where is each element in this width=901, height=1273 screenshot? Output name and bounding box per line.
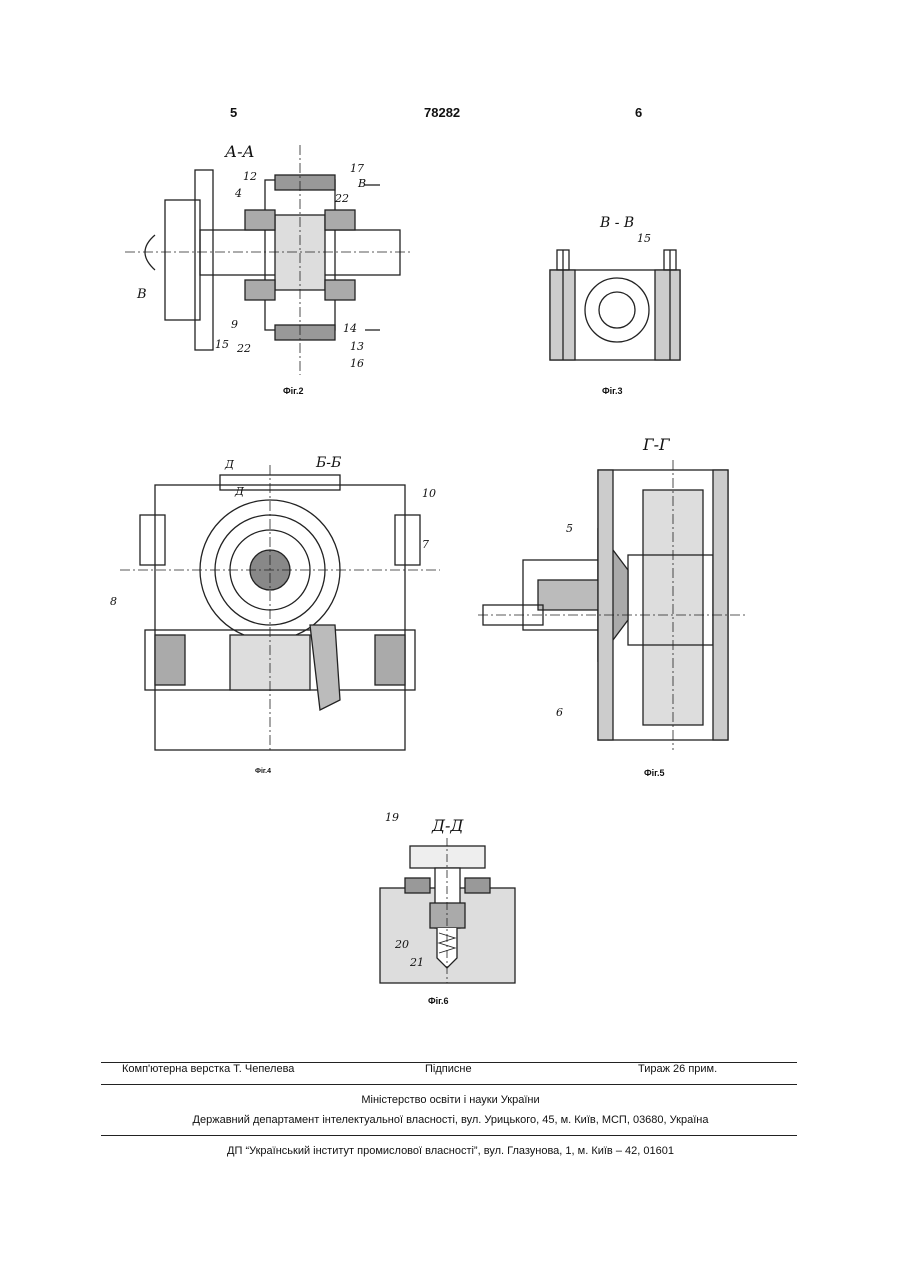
figure-5-drawing [478,440,748,755]
figure-3: В - В 15 Фіг.3 [545,210,685,370]
part-label-4: 4 [235,187,242,200]
section-label: Б-Б [316,455,341,471]
ministry-line: Міністерство освіти і науки України [0,1094,901,1106]
department-line: Державний департамент інтелектуальної вл… [0,1114,901,1126]
part-label-b: В [137,287,147,302]
figure-6: Д-Д 19 20 21 Фіг.6 [375,808,520,993]
arrow-label-top: Д [225,458,234,471]
figure-3-drawing [545,210,685,370]
figure-2: А-А 17 12 4 В 22 В 9 22 15 14 13 16 Фіг.… [125,140,410,380]
part-label-10: 10 [422,487,436,500]
arrow-label-side: Д [235,485,244,498]
figure-4-drawing [120,455,440,755]
section-label: Г-Г [643,435,670,454]
figure-6-caption: Фіг.6 [428,996,449,1006]
figure-4-caption: Фіг.4 [255,768,271,775]
typesetting-credit: Комп'ютерна верстка Т. Чепелева [122,1063,294,1075]
page-number-left: 5 [230,105,237,120]
footer-rule-3 [101,1135,797,1136]
footer-rule-2 [101,1084,797,1085]
figure-5: Г-Г 5 6 Фіг.5 [478,440,748,755]
part-label-21: 21 [410,956,424,969]
section-label: Д-Д [432,816,463,835]
part-label-15: 15 [215,338,229,351]
part-label-22b: 22 [237,342,251,355]
arrow-label-top: В [358,177,366,190]
part-label-14: 14 [343,322,357,335]
part-label-6: 6 [556,706,563,719]
part-label-19: 19 [385,811,399,824]
part-label-22a: 22 [335,192,349,205]
part-label-8: 8 [110,595,117,608]
part-label-15: 15 [637,232,651,245]
figure-5-caption: Фіг.5 [644,768,665,778]
part-label-17: 17 [350,162,364,175]
figure-2-drawing [125,140,410,380]
part-label-20: 20 [395,938,409,951]
signed-note: Підписне [425,1063,472,1075]
section-label: В - В [600,215,634,231]
figure-6-drawing [375,808,520,993]
circulation-note: Тираж 26 прим. [638,1063,717,1075]
part-label-12: 12 [243,170,257,183]
part-label-9: 9 [231,318,238,331]
part-label-5: 5 [566,522,573,535]
page-number-right: 6 [635,105,642,120]
patent-number: 78282 [424,105,460,120]
part-label-16: 16 [350,357,364,370]
figure-3-caption: Фіг.3 [602,386,623,396]
part-label-7: 7 [422,538,429,551]
part-label-13: 13 [350,340,364,353]
section-label: А-А [225,142,255,161]
figure-4: Б-Б Д Д 10 7 8 Фіг.4 [120,455,440,755]
institute-line: ДП “Український інститут промислової вла… [0,1145,901,1157]
figure-2-caption: Фіг.2 [283,386,304,396]
